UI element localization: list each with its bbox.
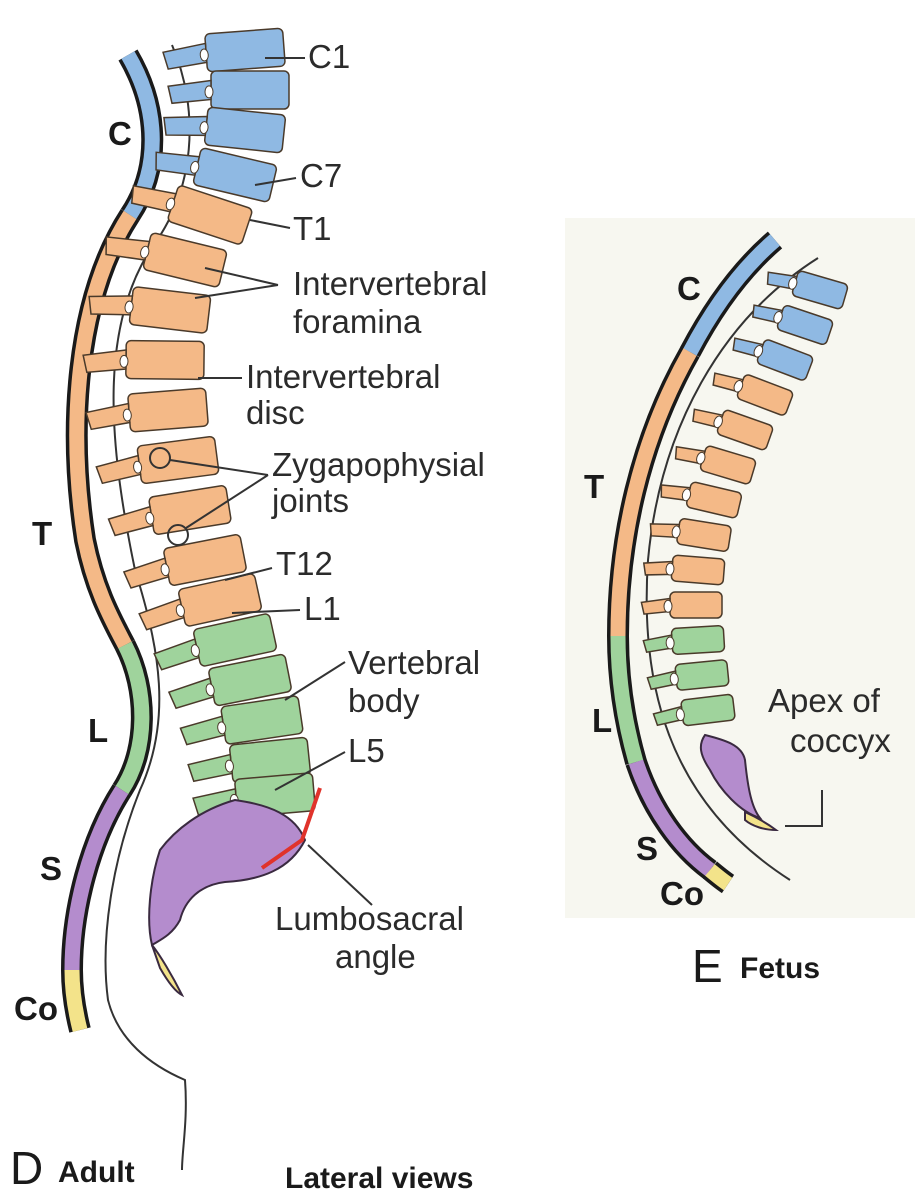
fetus-vertebra — [642, 554, 726, 586]
fetus-region-s: S — [636, 830, 658, 867]
adult-vertebra — [95, 435, 220, 485]
adult-vertebra — [130, 184, 253, 245]
label-foramina-1: Intervertebral — [293, 265, 487, 302]
fetus-vertebra — [766, 270, 849, 310]
adult-vertebra — [179, 695, 304, 746]
fetus-vertebra — [751, 304, 834, 346]
label-c7: C7 — [300, 157, 342, 194]
adult-vertebra — [155, 147, 278, 203]
label-foramina-2: foramina — [293, 303, 422, 340]
adult-region-l: L — [88, 712, 108, 749]
label-body-2: body — [348, 682, 420, 719]
adult-vertebra — [88, 286, 212, 334]
adult-vertebra — [153, 613, 277, 671]
adult-region-s: S — [40, 850, 62, 887]
adult-labels: C1 C7 T1 Intervertebral foramina Interve… — [149, 38, 487, 975]
label-zyg-2: joints — [271, 482, 349, 519]
label-apex-1: Apex of — [768, 682, 881, 719]
adult-vertebra — [82, 339, 205, 381]
adult-vertebra — [105, 232, 228, 288]
fetus-panel-title: Fetus — [740, 952, 820, 985]
adult-vertebra — [167, 70, 290, 110]
label-l1: L1 — [304, 590, 341, 627]
adult-vertebra — [162, 27, 286, 73]
fetus-vertebra — [652, 693, 736, 727]
fetus-vertebra — [692, 408, 774, 451]
adult-vertebral-column — [82, 27, 316, 818]
fetus-region-bar-fill — [610, 234, 780, 891]
label-apex-2: coccyx — [790, 722, 891, 759]
adult-vertebra — [122, 533, 247, 589]
label-t1: T1 — [293, 210, 332, 247]
fetus-vertebra — [642, 625, 726, 655]
label-t12: T12 — [276, 545, 333, 582]
fetus-vertebra — [674, 445, 757, 485]
fetus-vertebral-column — [640, 270, 849, 727]
fetus-coccyx — [744, 810, 780, 832]
adult-coccyx — [151, 944, 185, 998]
label-lumbosacral-1: Lumbosacral — [275, 900, 464, 937]
fetus-panel-letter: E — [692, 940, 723, 992]
label-lumbosacral-2: angle — [335, 938, 416, 975]
fetus-back-outline — [645, 257, 819, 881]
adult-panel-title: Adult — [58, 1156, 135, 1189]
adult-region-bar-fill — [64, 51, 160, 1032]
fetus-apex-leader — [785, 790, 823, 827]
fetus-vertebra — [712, 372, 794, 416]
fetus-region-l: L — [592, 702, 612, 739]
fetus-region-co: Co — [660, 875, 704, 912]
adult-lumbosacral-angle-line — [260, 787, 322, 870]
adult-vertebra — [107, 485, 232, 537]
label-body-1: Vertebral — [348, 644, 480, 681]
adult-panel-letter: D — [10, 1142, 43, 1194]
label-disc-2: disc — [246, 394, 305, 431]
fetus-vertebra — [732, 337, 814, 381]
adult-vertebra — [85, 387, 209, 433]
label-disc-1: Intervertebral — [246, 358, 440, 395]
fetus-vertebra — [640, 591, 723, 619]
adult-region-co: Co — [14, 990, 58, 1027]
fetus-vertebra — [660, 481, 743, 519]
adult-region-t: T — [32, 515, 52, 552]
fetus-region-t: T — [584, 468, 604, 505]
adult-sacrum — [148, 798, 307, 947]
label-l5: L5 — [348, 732, 385, 769]
adult-vertebra — [167, 653, 292, 710]
adult-vertebra — [163, 106, 287, 154]
adult-vertebra — [187, 736, 312, 784]
label-zyg-1: Zygapophysial — [272, 446, 485, 483]
label-c1: C1 — [308, 38, 350, 75]
figure-caption: Lateral views — [285, 1162, 473, 1195]
fetus-vertebra — [646, 659, 730, 691]
fetus-vertebra — [649, 518, 732, 552]
fetus-region-c: C — [677, 270, 701, 307]
fetus-sacrum — [699, 733, 763, 820]
adult-region-c: C — [108, 115, 132, 152]
